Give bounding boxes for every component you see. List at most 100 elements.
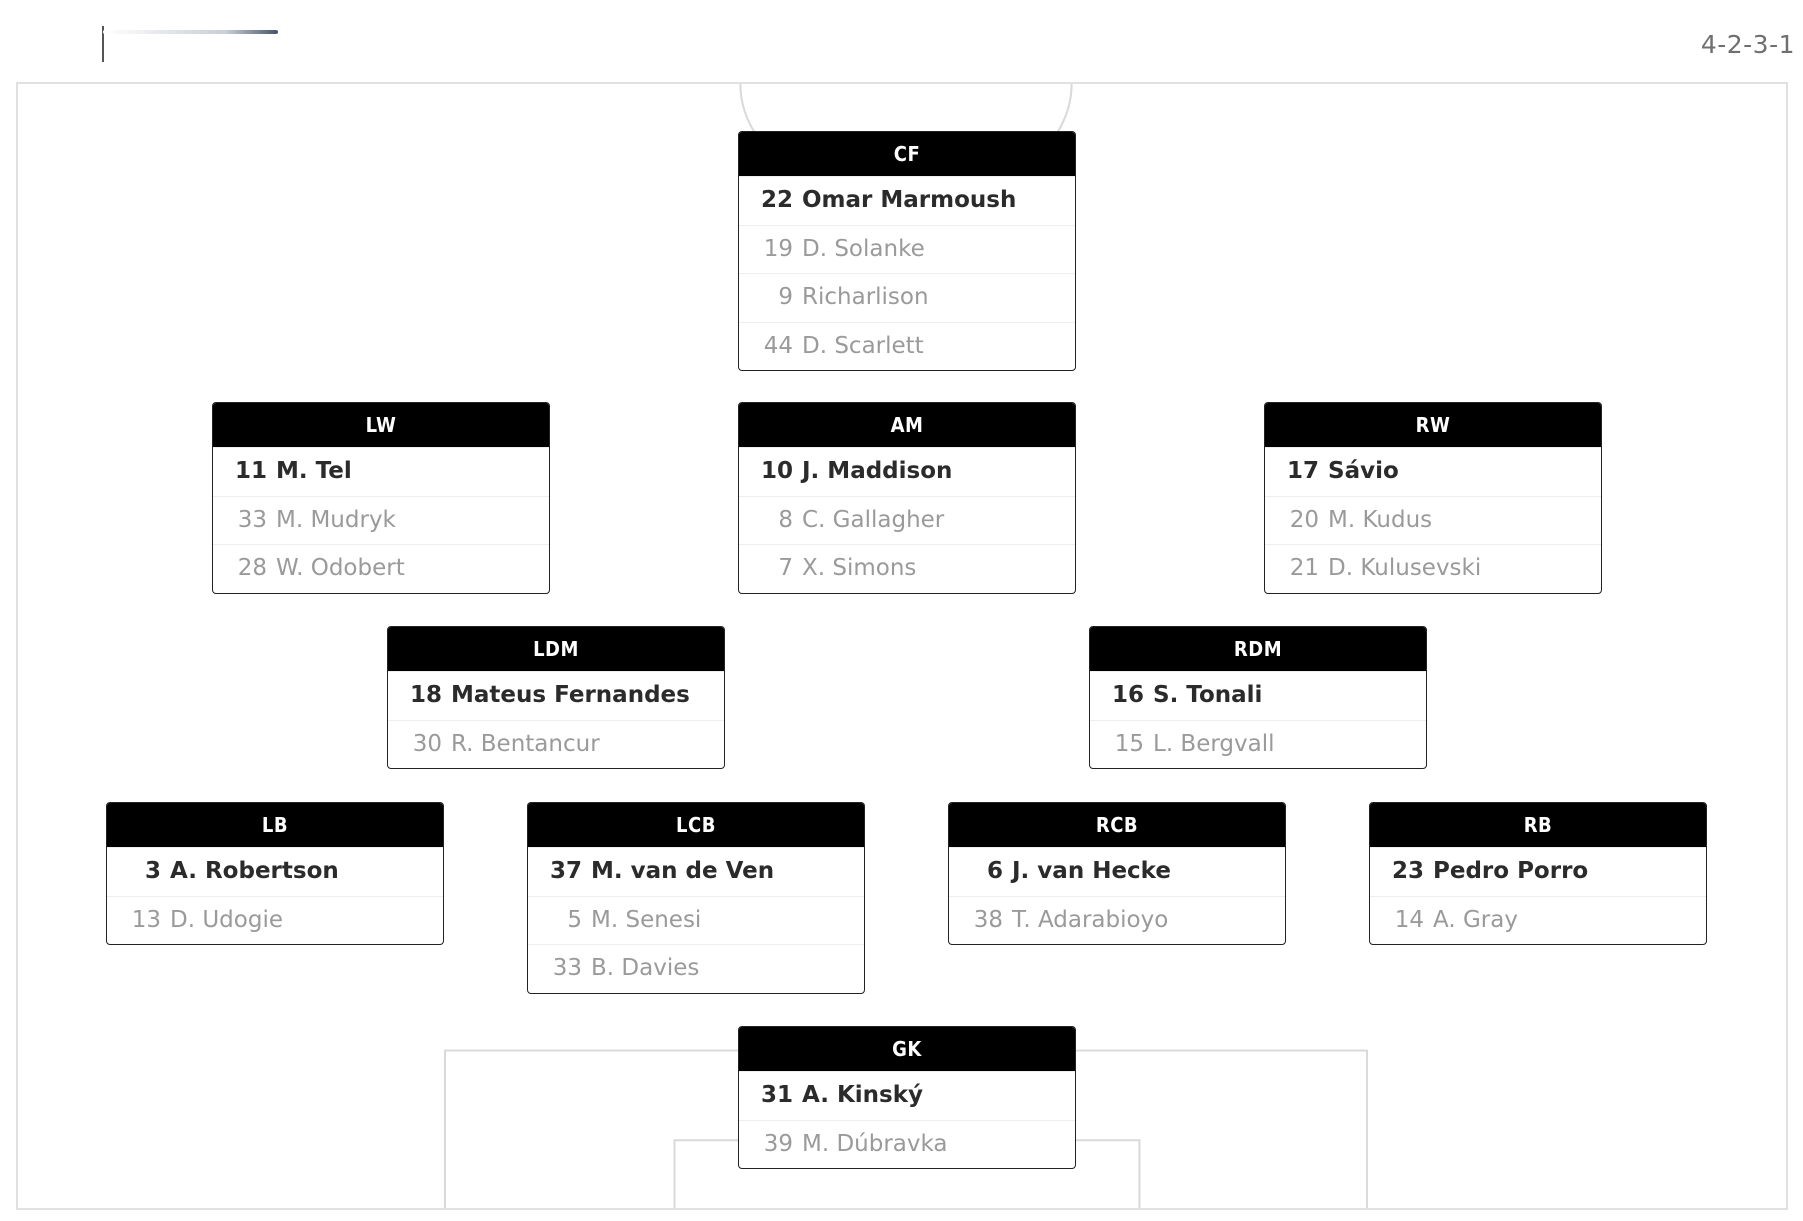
player-name: A. Gray <box>1433 906 1518 933</box>
position-card-lw[interactable]: LW 11 M. Tel 33 M. Mudryk 28 W. Odobert <box>212 402 550 594</box>
position-label: RB <box>1370 803 1706 847</box>
player-row-sub[interactable]: 7 X. Simons <box>739 544 1075 593</box>
player-row-starter[interactable]: 3 A. Robertson <box>107 847 443 896</box>
player-name: M. Kudus <box>1328 506 1433 533</box>
player-name: L. Bergvall <box>1153 730 1275 757</box>
logo-bar <box>103 30 278 34</box>
position-card-lb[interactable]: LB 3 A. Robertson 13 D. Udogie <box>106 802 444 945</box>
player-name: C. Gallagher <box>802 506 945 533</box>
position-card-rdm[interactable]: RDM 16 S. Tonali 15 L. Bergvall <box>1089 626 1427 769</box>
player-row-sub[interactable]: 20 M. Kudus <box>1265 495 1601 545</box>
player-number: 20 <box>1289 506 1319 533</box>
player-number: 30 <box>412 730 442 757</box>
player-number: 10 <box>760 458 793 484</box>
player-row-starter[interactable]: 16 S. Tonali <box>1090 671 1426 720</box>
player-name: D. Kulusevski <box>1328 555 1482 581</box>
player-name: A. Kinský <box>802 1082 924 1108</box>
player-name: S. Tonali <box>1153 682 1263 708</box>
player-number: 19 <box>763 235 793 262</box>
player-number: 23 <box>1391 858 1424 884</box>
player-number: 6 <box>986 858 1003 884</box>
player-name: W. Odobert <box>276 555 405 581</box>
player-name: D. Udogie <box>170 906 283 933</box>
player-number: 13 <box>131 906 161 933</box>
site-logo[interactable] <box>10 18 278 66</box>
player-row-sub[interactable]: 19 D. Solanke <box>739 224 1075 274</box>
player-row-sub[interactable]: 33 M. Mudryk <box>213 495 549 545</box>
player-number: 14 <box>1394 906 1424 933</box>
player-name: Pedro Porro <box>1433 858 1589 884</box>
player-row-starter[interactable]: 22 Omar Marmoush <box>739 176 1075 225</box>
player-number: 15 <box>1114 730 1144 757</box>
player-number: 11 <box>234 458 267 484</box>
logo-divider <box>102 26 104 62</box>
player-name: Omar Marmoush <box>802 187 1017 213</box>
player-number: 37 <box>549 858 582 884</box>
position-label: RDM <box>1090 627 1426 671</box>
position-label: LB <box>107 803 443 847</box>
player-row-starter[interactable]: 6 J. van Hecke <box>949 847 1285 896</box>
player-number: 21 <box>1289 555 1319 581</box>
player-row-sub[interactable]: 5 M. Senesi <box>528 895 864 945</box>
player-name: D. Solanke <box>802 235 925 262</box>
player-row-starter[interactable]: 11 M. Tel <box>213 447 549 496</box>
player-number: 22 <box>760 187 793 213</box>
player-name: J. Maddison <box>802 458 953 484</box>
player-row-sub[interactable]: 8 C. Gallagher <box>739 495 1075 545</box>
player-number: 8 <box>778 506 793 533</box>
player-number: 18 <box>409 682 442 708</box>
player-name: Mateus Fernandes <box>451 682 690 708</box>
player-name: R. Bentancur <box>451 730 600 757</box>
player-number: 38 <box>973 906 1003 933</box>
player-row-sub[interactable]: 14 A. Gray <box>1370 895 1706 945</box>
position-label: LW <box>213 403 549 447</box>
position-label: LDM <box>388 627 724 671</box>
position-label: GK <box>739 1027 1075 1071</box>
position-label: RCB <box>949 803 1285 847</box>
player-row-sub[interactable]: 9 Richarlison <box>739 273 1075 322</box>
player-number: 7 <box>778 555 793 581</box>
player-name: M. Senesi <box>591 906 702 933</box>
position-card-ldm[interactable]: LDM 18 Mateus Fernandes 30 R. Bentancur <box>387 626 725 769</box>
player-name: Sávio <box>1328 458 1399 484</box>
player-row-starter[interactable]: 18 Mateus Fernandes <box>388 671 724 720</box>
player-number: 16 <box>1111 682 1144 708</box>
player-name: B. Davies <box>591 955 700 981</box>
player-name: X. Simons <box>802 555 917 581</box>
position-card-rb[interactable]: RB 23 Pedro Porro 14 A. Gray <box>1369 802 1707 945</box>
player-name: J. van Hecke <box>1012 858 1171 884</box>
player-row-sub[interactable]: 13 D. Udogie <box>107 895 443 945</box>
player-row-sub[interactable]: 21 D. Kulusevski <box>1265 544 1601 593</box>
position-label: AM <box>739 403 1075 447</box>
player-number: 28 <box>237 555 267 581</box>
player-name: D. Scarlett <box>802 332 924 359</box>
position-label: LCB <box>528 803 864 847</box>
player-row-starter[interactable]: 23 Pedro Porro <box>1370 847 1706 896</box>
player-row-sub[interactable]: 30 R. Bentancur <box>388 719 724 769</box>
player-name: Richarlison <box>802 284 929 310</box>
player-name: M. Tel <box>276 458 352 484</box>
player-row-sub[interactable]: 28 W. Odobert <box>213 544 549 593</box>
player-number: 5 <box>567 906 582 933</box>
player-number: 33 <box>237 506 267 533</box>
player-number: 3 <box>144 858 161 884</box>
player-name: M. Mudryk <box>276 506 396 533</box>
player-name: A. Robertson <box>170 858 339 884</box>
player-number: 9 <box>778 284 793 310</box>
player-row-starter[interactable]: 10 J. Maddison <box>739 447 1075 496</box>
player-row-sub[interactable]: 15 L. Bergvall <box>1090 719 1426 769</box>
player-number: 39 <box>763 1130 793 1157</box>
position-card-am[interactable]: AM 10 J. Maddison 8 C. Gallagher 7 X. Simon… <box>738 402 1076 594</box>
